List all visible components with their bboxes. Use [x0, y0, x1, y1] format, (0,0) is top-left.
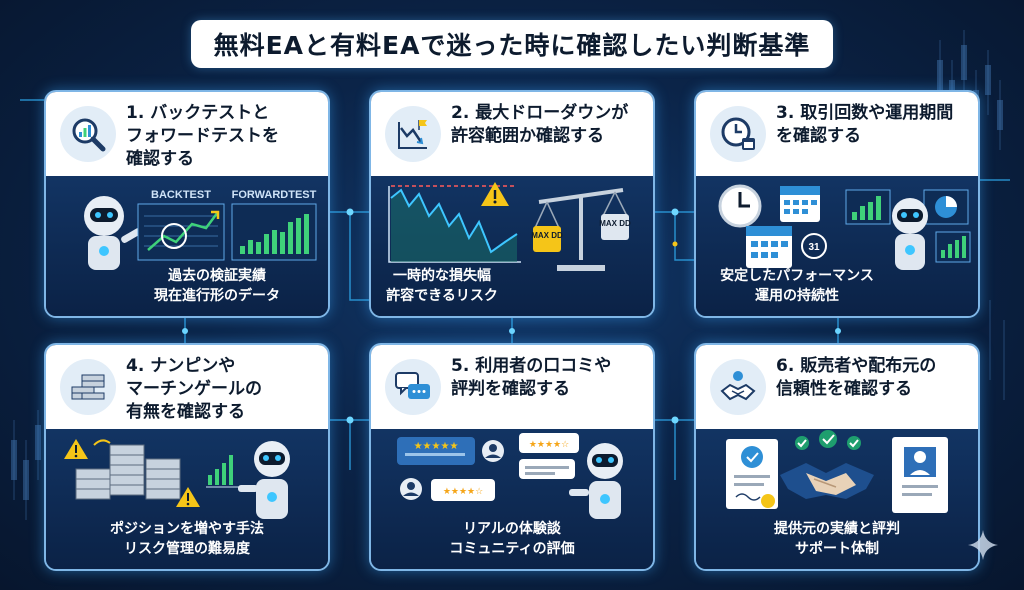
card-caption: 提供元の実績と評判 サポート体制 — [774, 521, 900, 557]
martingale-illustration — [64, 439, 290, 519]
card-caption: 一時的な損失幅 許容できるリスク — [386, 268, 498, 304]
card-body: ★★★★★ ★★★★☆ ★★★★☆ — [371, 429, 653, 569]
trade-period-illustration: 31 — [718, 184, 971, 270]
pie-chart-icon — [923, 189, 969, 225]
sparkle-icon — [968, 530, 998, 560]
balance-scale-icon — [533, 188, 629, 271]
card-header: 4. ナンピンや マーチンゲールの 有無を確認する — [46, 345, 328, 429]
card-title: 1. バックテストと フォワードテストを 確認する — [126, 103, 279, 169]
card-martingale: 4. ナンピンや マーチンゲールの 有無を確認する — [44, 343, 330, 571]
downtrend-flag-icon — [385, 106, 441, 162]
backtest-label: BACKTEST — [151, 189, 211, 201]
card-header: 3. 取引回数や運用期間 を確認する — [696, 92, 978, 176]
reviews-illustration: ★★★★★ ★★★★☆ ★★★★☆ — [397, 433, 623, 519]
card-title: 3. 取引回数や運用期間 を確認する — [776, 103, 954, 146]
calendar-icon — [780, 186, 820, 222]
card-header: 2. 最大ドローダウンが 許容範囲か確認する — [371, 92, 653, 176]
day-31-label: 31 — [808, 242, 820, 253]
card-body: 31 安定したパフォーマンス 運用の — [696, 176, 978, 316]
chat-bubbles-icon — [385, 359, 441, 415]
profile-card-icon — [892, 437, 948, 513]
card-header: 1. バックテストと フォワードテストを 確認する — [46, 92, 328, 176]
card-title: 4. ナンピンや マーチンゲールの 有無を確認する — [126, 356, 262, 422]
review-bubble: ★★★★☆ — [519, 433, 579, 453]
bar-chart-icon — [845, 189, 891, 225]
clock-icon — [710, 106, 766, 162]
robot-icon — [238, 441, 290, 519]
card-reviews: 5. 利用者の口コミや 評判を確認する ★★★★★ ★★★★☆ — [369, 343, 655, 571]
card-body: MAX DD MAX DD 一時的な損失幅 許容できるリスク — [371, 176, 653, 316]
money-stack-icon — [60, 359, 116, 415]
card-trade-period: 3. 取引回数や運用期間 を確認する 31 — [694, 90, 980, 318]
seller-trust-illustration — [726, 430, 948, 513]
card-title: 6. 販売者や配布元の 信頼性を確認する — [776, 356, 937, 399]
review-bubble — [519, 459, 575, 479]
title-banner: 無料EAと有料EAで迷った時に確認したい判断基準 — [191, 20, 833, 68]
review-bubble: ★★★★☆ — [431, 479, 495, 501]
bar-chart-icon — [206, 455, 240, 488]
calendar-icon — [746, 226, 792, 268]
card-caption: 安定したパフォーマンス 運用の持続性 — [720, 268, 874, 304]
checkmark-icon — [795, 430, 861, 450]
clock-icon — [718, 184, 762, 228]
card-title: 2. 最大ドローダウンが 許容範囲か確認する — [451, 103, 629, 146]
svg-text:★★★★★: ★★★★★ — [414, 441, 459, 452]
warning-icon — [481, 182, 509, 206]
card-backtest: 1. バックテストと フォワードテストを 確認する — [44, 90, 330, 318]
card-caption: リアルの体験談 コミュニティの評価 — [449, 521, 575, 557]
card-seller-trust: 6. 販売者や配布元の 信頼性を確認する — [694, 343, 980, 571]
bar-chart-icon — [935, 231, 971, 263]
handshake-icon — [780, 463, 874, 499]
svg-text:★★★★☆: ★★★★☆ — [443, 487, 483, 497]
warning-icon — [64, 439, 88, 459]
robot-icon — [569, 443, 623, 519]
review-bubble: ★★★★★ — [397, 437, 475, 465]
drawdown-illustration: MAX DD MAX DD — [388, 182, 631, 271]
forwardtest-label: FORWARDTEST — [232, 189, 317, 201]
card-body: 提供元の実績と評判 サポート体制 — [696, 429, 978, 569]
magnifier-chart-icon — [60, 106, 116, 162]
card-header: 5. 利用者の口コミや 評判を確認する — [371, 345, 653, 429]
handshake-icon — [710, 359, 766, 415]
certificate-icon — [726, 439, 778, 509]
page-title: 無料EAと有料EAで迷った時に確認したい判断基準 — [213, 31, 811, 60]
card-body: BACKTEST FORWARDTEST 過去の検証実績 現在進行形のデータ — [46, 176, 328, 316]
backtest-illustration: BACKTEST FORWARDTEST — [84, 189, 317, 270]
card-caption: 過去の検証実績 現在進行形のデータ — [154, 268, 280, 304]
card-body: ポジションを増やす手法 リスク管理の難易度 — [46, 429, 328, 569]
warning-icon — [176, 487, 200, 507]
robot-icon — [84, 196, 142, 270]
robot-icon — [892, 198, 928, 270]
card-drawdown: 2. 最大ドローダウンが 許容範囲か確認する MAX DD — [369, 90, 655, 318]
card-caption: ポジションを増やす手法 リスク管理の難易度 — [110, 521, 264, 557]
card-title: 5. 利用者の口コミや 評判を確認する — [451, 356, 612, 399]
max-dd-label: MAX DD — [599, 219, 631, 228]
card-header: 6. 販売者や配布元の 信頼性を確認する — [696, 345, 978, 429]
svg-text:★★★★☆: ★★★★☆ — [529, 440, 569, 450]
max-dd-label: MAX DD — [531, 231, 563, 240]
